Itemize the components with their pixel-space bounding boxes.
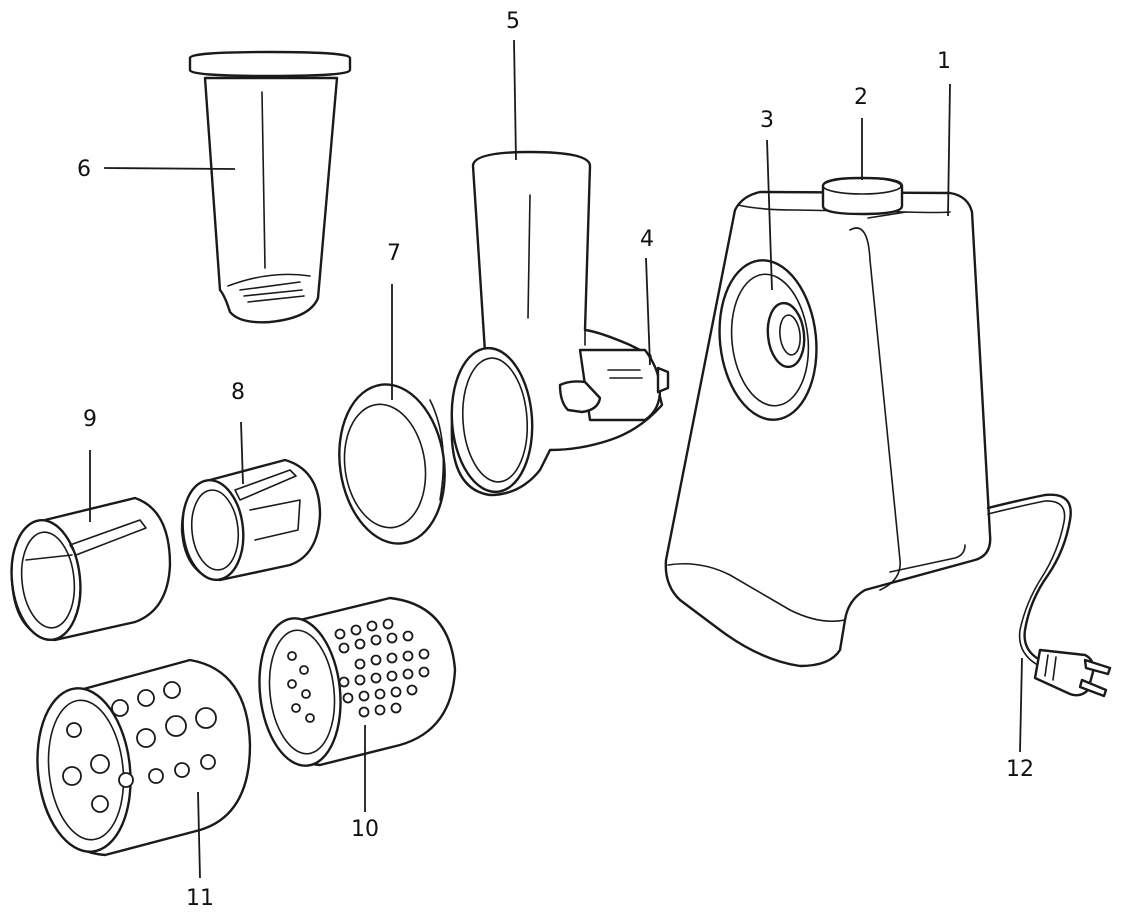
label-10: 10 xyxy=(351,817,379,842)
label-7: 7 xyxy=(387,241,401,266)
fine-grater-holes xyxy=(287,618,430,723)
part-2-top-button xyxy=(821,176,904,216)
part-8-slicing-drum xyxy=(180,458,322,582)
label-3: 3 xyxy=(760,108,774,133)
part-11-coarse-grater-drum xyxy=(36,658,252,857)
part-6-pusher xyxy=(188,50,352,324)
label-2: 2 xyxy=(854,85,868,110)
label-4: 4 xyxy=(640,227,654,252)
label-11: 11 xyxy=(186,886,214,911)
label-8: 8 xyxy=(231,380,245,405)
leader-lines xyxy=(89,39,1023,879)
label-6: 6 xyxy=(77,157,91,182)
label-9: 9 xyxy=(83,407,97,432)
coarse-grater-holes xyxy=(62,681,217,813)
part-7-ring xyxy=(338,383,446,545)
part-1-motor-housing xyxy=(664,190,992,668)
part-12-power-cord xyxy=(986,493,1112,698)
part-number-labels: 1 2 3 4 5 6 7 8 9 10 11 12 xyxy=(77,9,1034,911)
part-9-shredding-drum xyxy=(10,496,172,642)
label-5: 5 xyxy=(506,9,520,34)
part-5-feed-housing xyxy=(450,150,670,497)
label-1: 1 xyxy=(937,49,951,74)
part-10-fine-grater-drum xyxy=(258,596,457,767)
label-12: 12 xyxy=(1006,757,1034,782)
